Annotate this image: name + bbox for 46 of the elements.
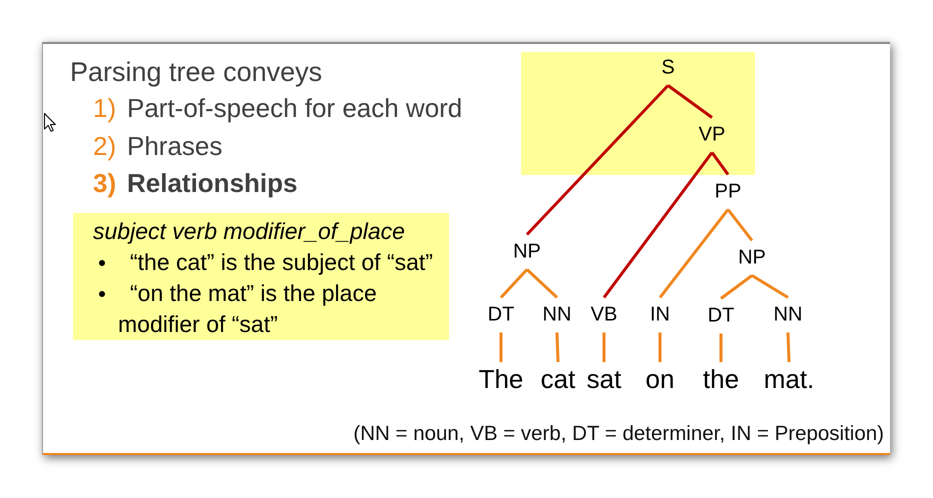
- constituent-label: DT: [486, 298, 516, 332]
- branch-line: [602, 332, 606, 362]
- constituent-label: NP: [737, 240, 767, 276]
- bullet-text: “on the mat” is the place modifier of “sat”: [118, 279, 378, 339]
- branch-line: [602, 152, 714, 298]
- branch-line: [500, 268, 528, 299]
- note-heading: subject verb modifier_of_place: [93, 217, 405, 246]
- bullet-text: “the cat” is the subject of “sat”: [129, 248, 434, 277]
- branch-line: [526, 84, 670, 236]
- constituent-label: VB: [590, 298, 618, 332]
- branch-line: [658, 332, 662, 362]
- slide-title: Parsing tree conveys: [70, 56, 322, 88]
- constituent-label: NN: [772, 298, 804, 332]
- note-panel: [73, 213, 449, 340]
- word-label: cat: [540, 362, 576, 398]
- branch-line: [556, 332, 560, 362]
- highlight-area: [521, 52, 755, 175]
- footnote: (NN = noun, VB = verb, DT = determiner, IN = Preposition): [353, 421, 884, 447]
- constituent-label: S: [660, 50, 676, 86]
- constituent-label: NN: [542, 298, 572, 332]
- word-label: sat: [586, 362, 622, 398]
- branch-line: [500, 332, 502, 362]
- branch-line: [526, 268, 558, 299]
- branch-line: [726, 208, 754, 242]
- branch-line: [667, 84, 713, 119]
- list-number: 2): [93, 131, 116, 161]
- constituent-label: IN: [649, 298, 671, 332]
- branch-line: [720, 274, 753, 300]
- word-label: mat.: [762, 362, 816, 398]
- word-label: The: [478, 362, 524, 398]
- constituent-label: VP: [698, 118, 726, 152]
- list-number: 3): [93, 168, 116, 198]
- branch-line: [751, 274, 789, 299]
- branch-line: [720, 334, 722, 362]
- list-number: 1): [93, 93, 116, 123]
- list-item-text: Phrases: [127, 131, 222, 161]
- branch-line: [786, 332, 790, 362]
- list-item-text: Part-of-speech for each word: [127, 93, 462, 123]
- branch-line: [658, 208, 730, 298]
- branch-line: [710, 152, 730, 176]
- word-label: the: [702, 362, 740, 398]
- constituent-label: PP: [714, 174, 742, 210]
- list-item-text: Relationships: [127, 168, 298, 198]
- constituent-label: DT: [706, 298, 736, 334]
- word-label: on: [644, 362, 676, 398]
- constituent-label: NP: [512, 234, 542, 270]
